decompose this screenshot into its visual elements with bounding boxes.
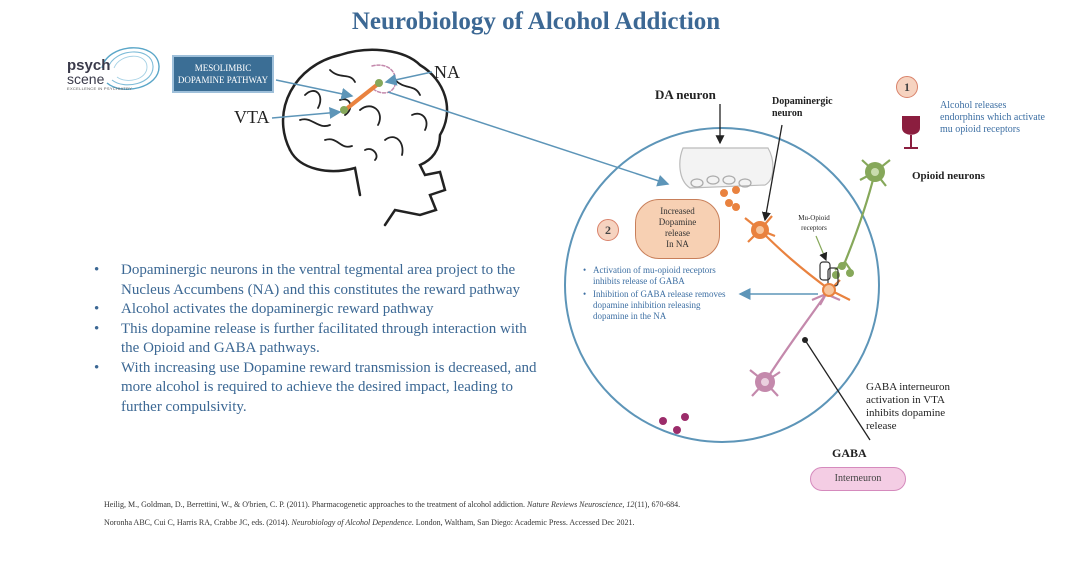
summary-bullets: Dopaminergic neurons in the ventral tegm… [94, 261, 544, 417]
zoom-arrow [387, 91, 670, 187]
gaba-interneuron [749, 292, 841, 397]
gaba-label: GABA [832, 446, 867, 460]
bullet-item: Dopaminergic neurons in the ventral tegm… [94, 261, 544, 300]
release-line3: release [665, 228, 690, 238]
vesicles [690, 175, 752, 188]
ref2-authors: Noronha ABC, Cui C, Harris RA, Crabbe JC… [104, 518, 292, 527]
mu-label-line1: Mu-Opioid [798, 214, 830, 222]
ref1-pages: (11), 670-684. [634, 500, 681, 509]
synapse-circle [564, 127, 880, 443]
vta-label: VTA [234, 107, 270, 127]
reference-2: Noronha ABC, Cui C, Harris RA, Crabbe JC… [104, 518, 634, 527]
release-line1: Increased [660, 206, 695, 216]
opioid-neuron [832, 159, 891, 279]
pathway-arrow [275, 79, 354, 100]
na-arrow [384, 71, 433, 86]
mu-opioid-label: Mu-Opioid receptors [784, 213, 844, 233]
dopaminergic-neuron [744, 215, 851, 301]
logo-word-scene: scene [67, 71, 105, 87]
dopaminergic-label-line2: neuron [772, 108, 803, 119]
gaba-interneuron-text: GABA interneuron activation in VTA inhib… [866, 381, 951, 432]
alcohol-endorphin-text: Alcohol releases endorphins which activa… [940, 100, 1045, 135]
mechanism-item: Activation of mu-opioid receptors inhibi… [583, 265, 733, 287]
mu-arrow [815, 235, 828, 262]
step-badge-2: 2 [597, 219, 619, 241]
dopamine-molecules [720, 186, 740, 211]
gaba-pointer [804, 339, 871, 441]
vta-dot [340, 106, 348, 114]
mesolimbic-pathway-line [343, 82, 380, 112]
dopamine-release-box: Increased Dopamine release In NA [635, 199, 720, 259]
ref2-book: Neurobiology of Alcohol Dependence [291, 518, 412, 527]
mechanism-list: Activation of mu-opioid receptors inhibi… [583, 265, 733, 324]
release-line2: Dopamine [658, 217, 697, 227]
pathway-box-line2: DOPAMINE PATHWAY [177, 75, 269, 85]
brain-illustration [281, 48, 449, 227]
psych-scene-logo [101, 47, 160, 90]
ref1-authors: Heilig, M., Goldman, D., Berrettini, W.,… [104, 500, 528, 509]
logo-tagline: EXCELLENCE IN PSYCHIATRY [67, 86, 133, 91]
bullet-item: Alcohol activates the dopaminergic rewar… [94, 300, 544, 320]
reference-1: Heilig, M., Goldman, D., Berrettini, W.,… [104, 500, 680, 509]
interneuron-pill: Interneuron [810, 467, 906, 491]
step-badge-1: 1 [896, 76, 918, 98]
release-line4: In NA [666, 239, 689, 249]
da-terminal [679, 147, 774, 189]
pathway-box-line1: MESOLIMBIC [194, 63, 252, 73]
ref1-journal: Nature Reviews Neuroscience, 12 [527, 500, 635, 509]
dopaminergic-neuron-label: Dopaminergic neuron [772, 96, 842, 120]
mechanism-item: Inhibition of GABA release removes dopam… [583, 289, 733, 322]
page-title: Neurobiology of Alcohol Addiction [351, 8, 721, 35]
ref2-publisher: . London, Waltham, San Diego: Academic P… [411, 518, 635, 527]
bullet-item: With increasing use Dopamine reward tran… [94, 359, 544, 418]
na-dot [375, 79, 383, 87]
alcohol-molecules [659, 413, 689, 434]
logo-word-psych: psych [67, 57, 111, 74]
gaba-pointer-dot [802, 337, 808, 343]
vta-arrow [271, 106, 342, 119]
mu-label-line2: receptors [801, 224, 827, 232]
dopaminergic-label-line1: Dopaminergic [772, 96, 833, 107]
dopaminergic-arrow [761, 124, 783, 222]
gaba-synapse [822, 283, 836, 297]
mesolimbic-pathway-box: MESOLIMBIC DOPAMINE PATHWAY [172, 55, 274, 93]
bullet-item: This dopamine release is further facilit… [94, 320, 544, 359]
na-label: NA [434, 62, 460, 82]
da-neuron-label: DA neuron [655, 87, 716, 102]
opioid-neurons-label: Opioid neurons [912, 170, 985, 182]
wine-glass-icon [902, 116, 920, 149]
